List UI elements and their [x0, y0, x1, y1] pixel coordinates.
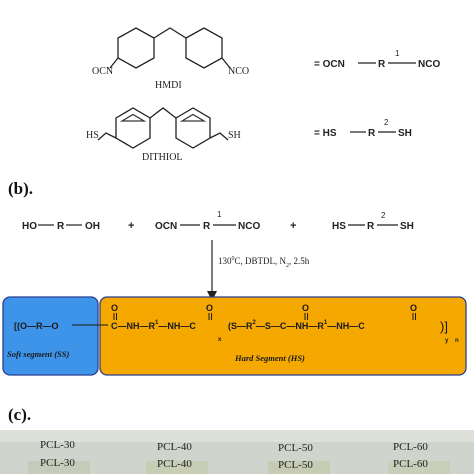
hmdi-equiv-r-index: 1	[395, 49, 400, 58]
reaction-arrow-head	[207, 291, 217, 301]
carbonyl-o-3: O	[302, 303, 309, 313]
dithiol-ring-left-inner	[119, 113, 147, 122]
dithiol-structure	[97, 107, 229, 149]
hmdi-equiv-r: R	[378, 59, 386, 70]
soft-segment-label: Soft segment (SS)	[7, 349, 70, 359]
chain-n-subscript: n	[455, 338, 459, 344]
reactant1-r: R	[57, 221, 65, 232]
reaction-conditions: 1300C, DBTDL, N2, 2.5h	[218, 256, 310, 269]
sample-row1-3: PCL-50	[278, 442, 313, 454]
sample-row1-1: PCL-30	[40, 439, 75, 451]
chain-urethane1-sup: 1	[155, 320, 159, 326]
plus-sign-2: +	[290, 220, 296, 232]
cond-temp-unit: C, DBTDL, N	[235, 256, 287, 266]
reactant3-right: SH	[400, 221, 414, 232]
sample-row2-1: PCL-30	[40, 457, 75, 469]
cond-temp: 130	[218, 256, 232, 266]
hmdi-name: HMDI	[155, 80, 182, 91]
reactant2-right: NCO	[238, 221, 260, 232]
hmdi-left-group: OCN	[92, 66, 113, 77]
reactant2-r: R	[203, 221, 211, 232]
chain-x-subscript: x	[218, 337, 222, 343]
reactant1-right: OH	[85, 221, 100, 232]
dithiol-equiv-r-index: 2	[384, 118, 389, 127]
sample-row1-2: PCL-40	[157, 441, 192, 453]
hard-segment-label: Hard Segment (HS)	[234, 353, 305, 363]
hmdi-equiv-end: NCO	[418, 59, 440, 70]
sample-row2-4: PCL-60	[393, 458, 428, 470]
chain-urethane1-text: C—NH—R	[111, 321, 155, 331]
sample-row1-4: PCL-60	[393, 441, 428, 453]
chain-thio-sup: 2	[253, 320, 257, 326]
chain-thio: (S—R2—S—C—NH—R1—NH—C	[228, 320, 365, 331]
chain-end-text: —NH—C	[327, 321, 365, 331]
film-strip-2	[146, 461, 208, 474]
sample-row2-3: PCL-50	[278, 459, 313, 471]
sample-photo-top	[0, 430, 474, 442]
chain-urethane1: C—NH—R1—NH—C	[111, 320, 196, 331]
carbonyl-o-4: O	[410, 303, 417, 313]
cond-n2-sub: 2	[286, 263, 289, 269]
hmdi-equiv-left: = OCN	[314, 59, 345, 70]
dithiol-right-chain	[209, 132, 229, 141]
reactant2-r-index: 1	[217, 210, 222, 219]
dithiol-equiv-r: R	[368, 128, 376, 139]
chain-close-bracket: )]	[440, 319, 448, 334]
chain-thio-sup2: 1	[324, 320, 328, 326]
cond-temp-sup: 0	[232, 256, 235, 262]
dithiol-ring-right-inner	[179, 113, 207, 122]
cond-time: , 2.5h	[289, 256, 310, 266]
dithiol-left-chain	[97, 132, 117, 141]
hmdi-left-bond	[109, 57, 119, 69]
dithiol-methylene-bridge	[149, 107, 177, 119]
reactant3-r-index: 2	[381, 211, 386, 220]
sample-row2-2: PCL-40	[157, 458, 192, 470]
reactant1-left: HO	[22, 221, 37, 232]
hmdi-structure	[109, 27, 231, 69]
film-strip-4	[388, 461, 450, 474]
dithiol-right-group: SH	[228, 130, 241, 141]
dithiol-equiv-left: = HS	[314, 128, 337, 139]
chain-thio-text: (S—R	[228, 321, 253, 331]
hmdi-right-group: NCO	[228, 66, 249, 77]
carbonyl-o-2: O	[206, 303, 213, 313]
film-strip-3	[268, 461, 330, 474]
soft-segment-box	[2, 296, 99, 376]
sample-labels: PCL-30 PCL-40 PCL-50 PCL-60 PCL-30 PCL-4…	[40, 439, 428, 471]
dithiol-equiv-end: SH	[398, 128, 412, 139]
chain-soft-part: [(O—R—O	[14, 321, 59, 331]
plus-sign-1: +	[128, 220, 134, 232]
hmdi-ring-right	[185, 27, 223, 69]
dithiol-name: DITHIOL	[142, 152, 183, 163]
chain-y-subscript: y	[445, 338, 449, 344]
section-b-label: (b).	[8, 179, 33, 198]
hmdi-ring-left	[117, 27, 155, 69]
carbonyl-o-1: O	[111, 303, 118, 313]
film-strip-1	[28, 461, 90, 474]
reactant2-left: OCN	[155, 221, 177, 232]
hard-segment-box	[99, 296, 467, 376]
hmdi-right-bond	[221, 57, 231, 69]
section-c-label: (c).	[8, 405, 31, 424]
reactant3-left: HS	[332, 221, 346, 232]
dithiol-left-group: HS	[86, 130, 99, 141]
hmdi-methylene-bridge	[153, 27, 187, 39]
polymer-chain: [(O—R—O C—NH—R1—NH—C x (S—R2—S—C—NH—R1—N…	[14, 303, 459, 344]
chain-thio-end: —S—C—NH—R	[256, 321, 325, 331]
reactant3-r: R	[367, 221, 375, 232]
chain-urethane1-end: —NH—C	[158, 321, 196, 331]
